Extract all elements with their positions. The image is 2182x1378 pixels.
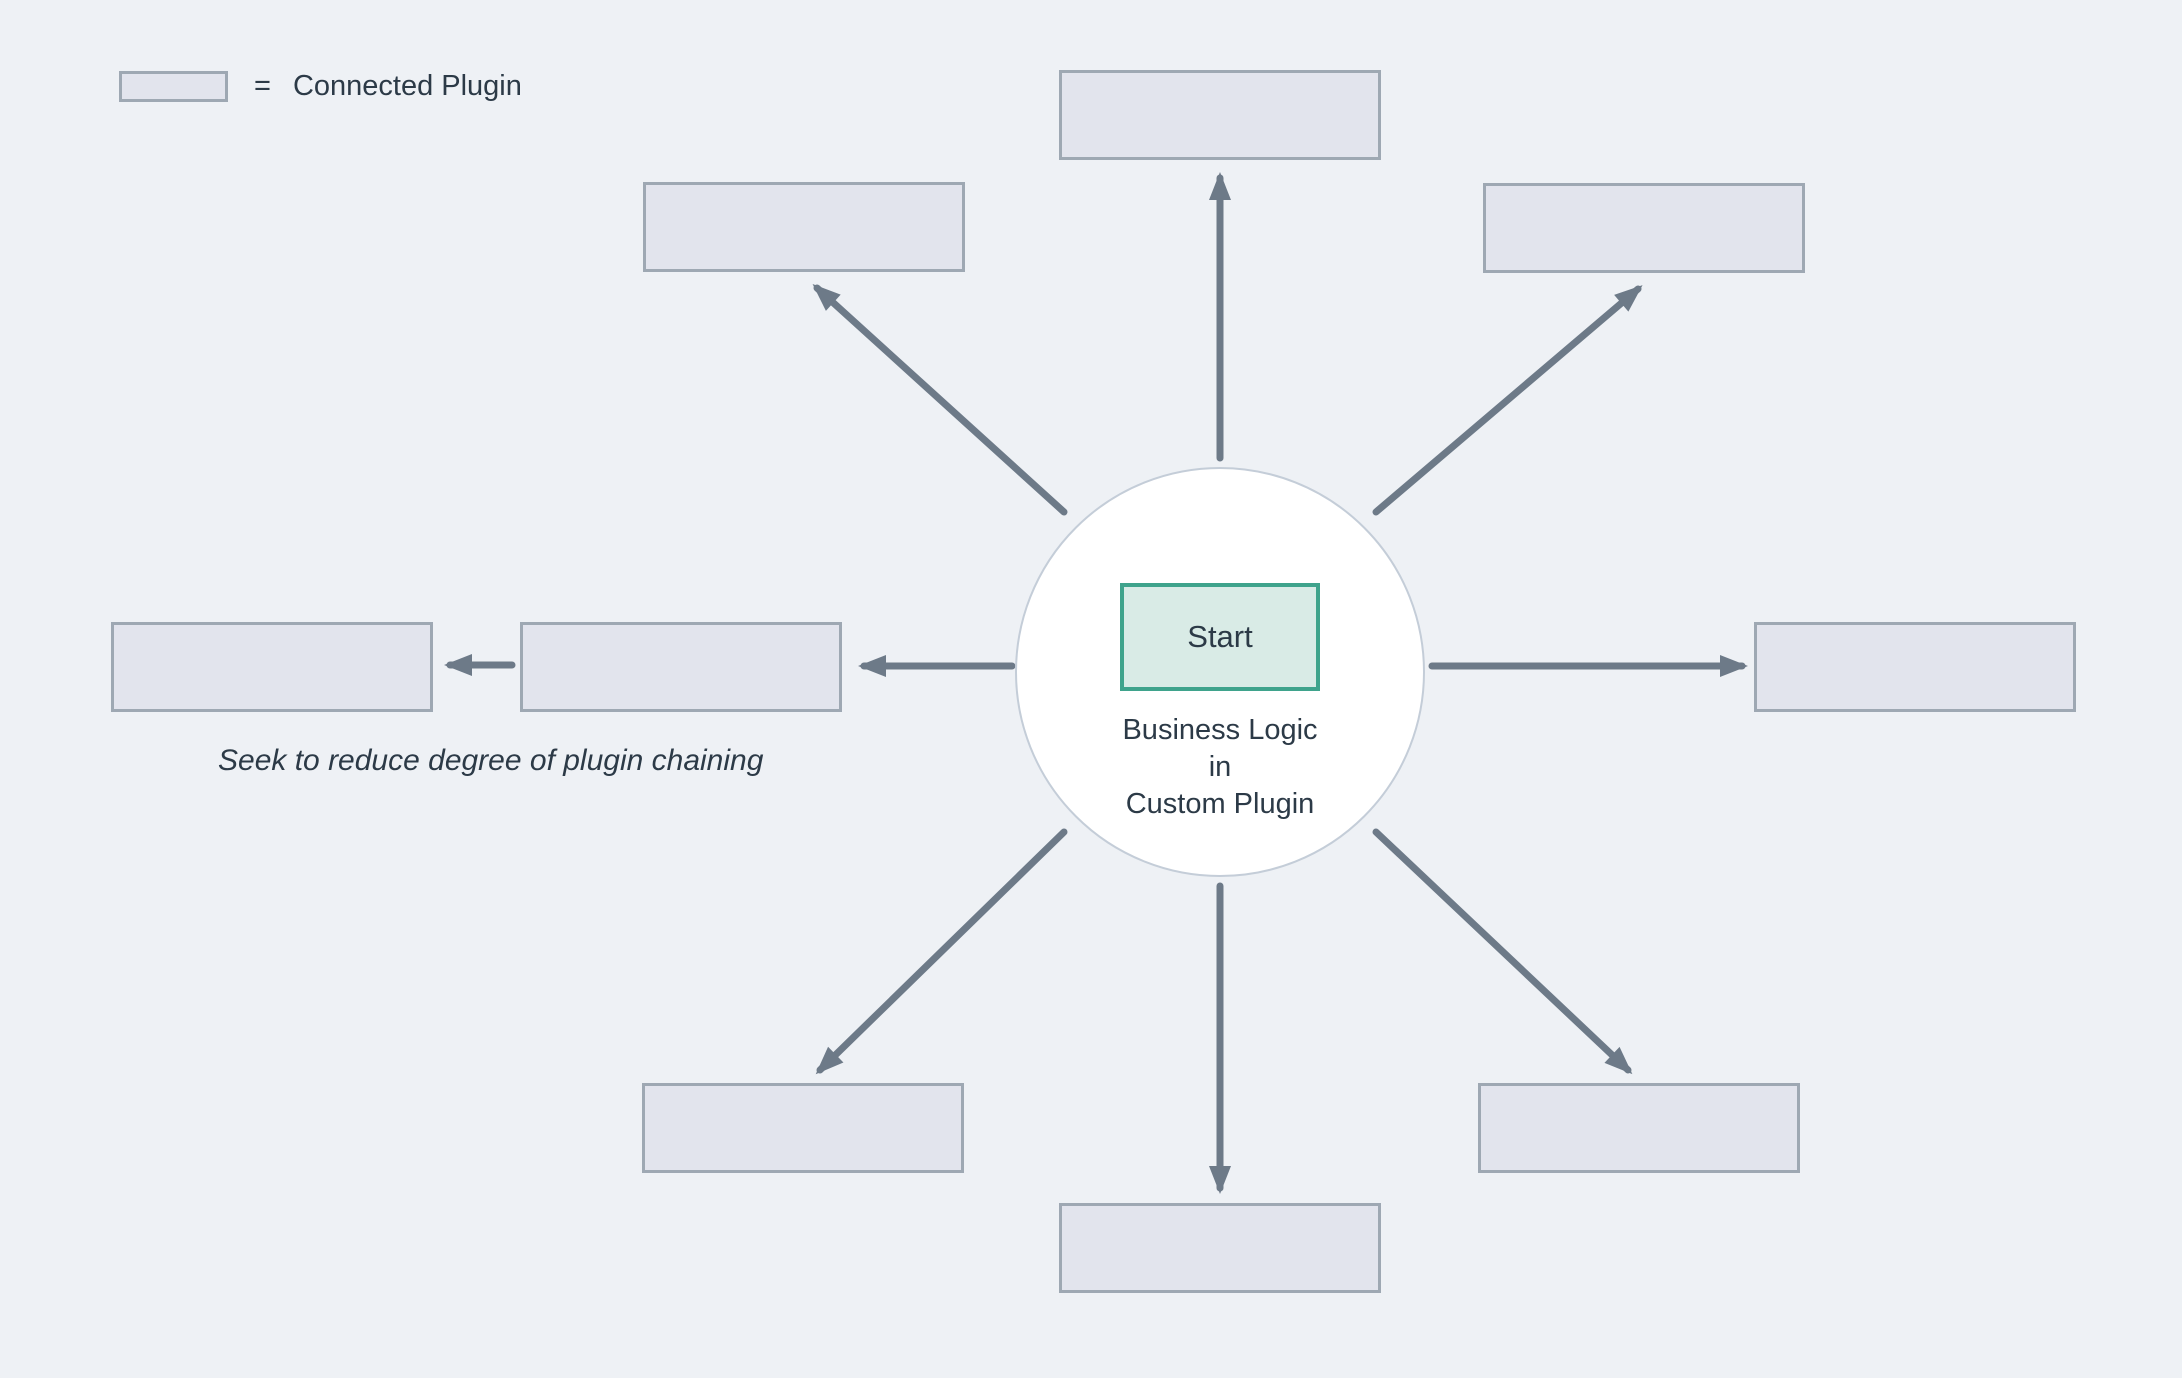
legend-plugin-swatch: [119, 70, 228, 102]
hub-caption-line-3: Custom Plugin: [1125, 788, 1315, 820]
start-node: Start: [1120, 583, 1320, 691]
connected-plugin-box-left-outer: [111, 622, 433, 712]
connected-plugin-box-bottom-right: [1478, 1083, 1800, 1173]
chaining-note: Seek to reduce degree of plugin chaining: [218, 744, 764, 777]
legend-equals-sign: =: [254, 69, 271, 102]
connected-plugin-box-bottom-left: [642, 1083, 964, 1173]
hub-caption-line-1: Business Logic: [1122, 714, 1318, 746]
arrow-up-right: [1372, 285, 1643, 516]
connected-plugin-box-right: [1754, 622, 2076, 712]
hub-caption-line-2: in: [1208, 751, 1232, 783]
connected-plugin-box-top: [1059, 70, 1381, 160]
connected-plugin-box-left-inner: [520, 622, 842, 712]
arrow-up-left: [812, 283, 1068, 516]
custom-plugin-hub-circle: Start Business Logic in Custom Plugin: [1015, 467, 1425, 877]
connected-plugin-box-top-right: [1483, 183, 1805, 273]
arrow-down-right: [1372, 828, 1633, 1075]
connected-plugin-box-top-left: [643, 182, 965, 272]
legend: = Connected Plugin: [119, 67, 522, 105]
connected-plugin-box-bottom: [1059, 1203, 1381, 1293]
hub-caption: Business Logic in Custom Plugin: [1017, 712, 1423, 823]
legend-label: Connected Plugin: [292, 69, 522, 102]
arrow-down-left: [815, 828, 1068, 1075]
start-label: Start: [1187, 619, 1253, 654]
